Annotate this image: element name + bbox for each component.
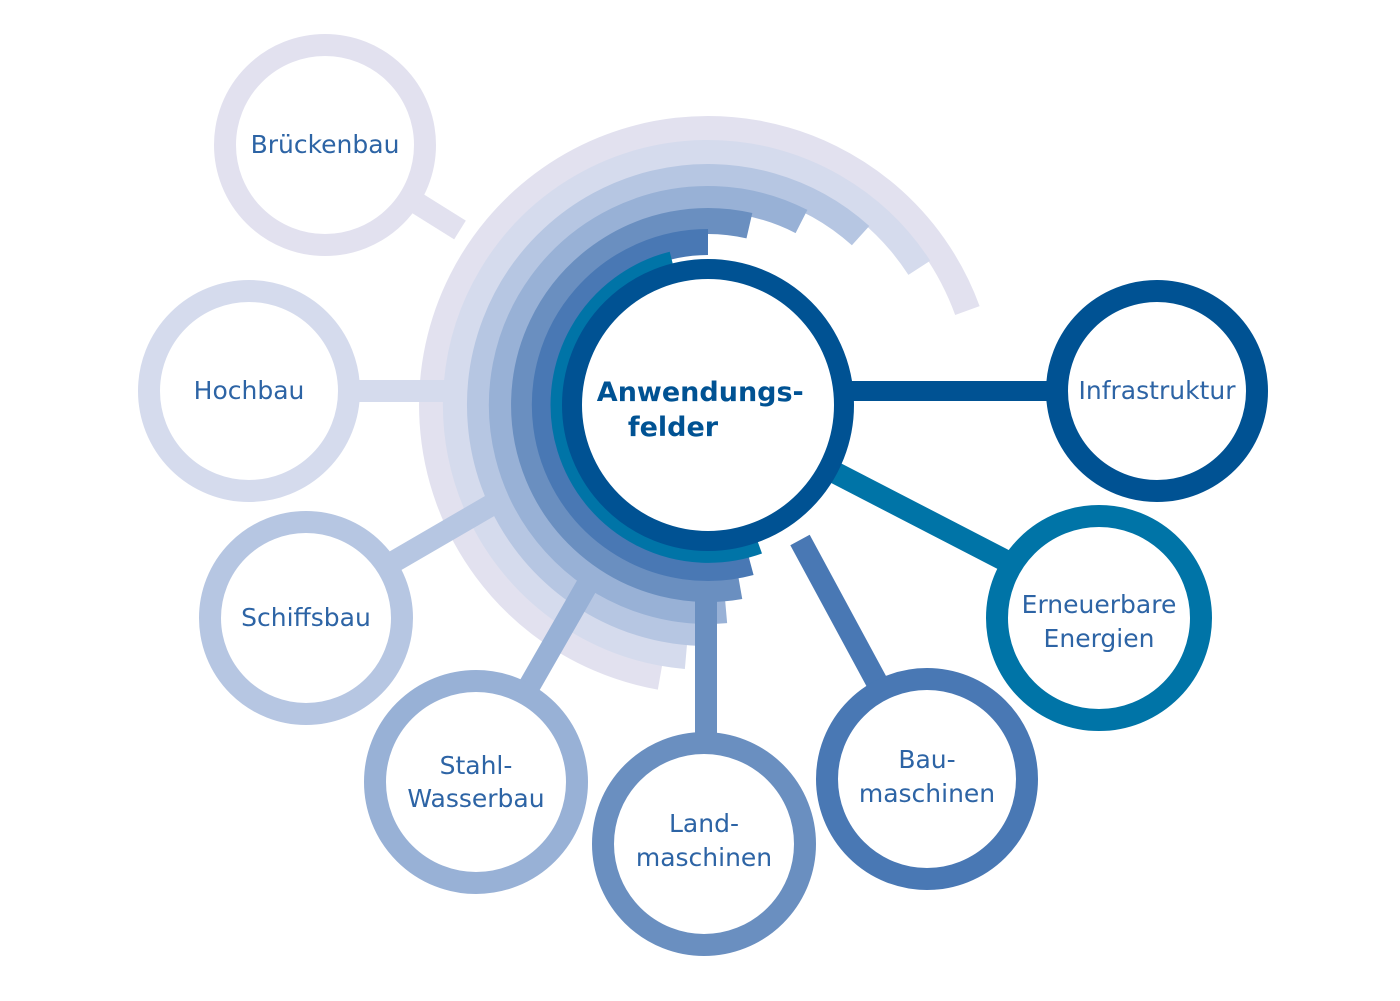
node-label-line: Erneuerbare <box>1022 590 1177 619</box>
arc-ring-1 <box>419 116 980 690</box>
center-hub: Anwendungs- felder <box>562 259 854 551</box>
node-label-brueckenbau: Brückenbau <box>251 130 400 159</box>
arc-ring-2 <box>442 139 931 669</box>
node-circle-baumaschinen <box>816 668 1038 890</box>
connector-baumaschinen <box>790 534 890 694</box>
node-label-line: Energien <box>1044 624 1155 653</box>
arc-ring-4 <box>488 186 808 624</box>
center-label-line-1: Anwendungs- <box>597 377 804 408</box>
node-circle-schiffsbau <box>199 511 413 725</box>
node-label-line: Schiffsbau <box>241 603 371 632</box>
node-label-landmaschinen: Land-maschinen <box>636 809 772 872</box>
connector-schiffsbau <box>389 490 506 571</box>
node-label-infrastruktur: Infrastruktur <box>1079 376 1237 405</box>
center-label-line-2: felder <box>628 412 719 443</box>
node-circle-landmaschinen <box>592 732 816 956</box>
node-brueckenbau: Brückenbau <box>214 34 436 256</box>
center-label: Anwendungs- felder <box>597 377 813 443</box>
center-circle <box>562 259 854 551</box>
node-circle-erneuerbare-energien <box>986 505 1212 731</box>
node-label-line: Stahl- <box>440 751 513 780</box>
node-circle-stahl-wasserbau <box>364 670 588 894</box>
node-infrastruktur: Infrastruktur <box>1046 280 1268 502</box>
node-label-line: Hochbau <box>194 376 305 405</box>
connector-brueckenbau <box>406 190 466 240</box>
arc-ring-6 <box>531 229 754 581</box>
node-circle-brueckenbau <box>214 34 436 256</box>
connector-stahl-wasserbau <box>517 574 600 696</box>
node-connectors <box>355 190 1060 740</box>
connector-infrastruktur <box>823 381 1060 450</box>
node-hochbau: Hochbau <box>138 280 360 502</box>
node-label-stahl-wasserbau: Stahl- Wasserbau <box>407 751 544 813</box>
node-label-line: maschinen <box>636 843 772 872</box>
node-stahl-wasserbau: Stahl- Wasserbau <box>364 670 588 894</box>
node-label-line: Land- <box>669 809 739 838</box>
connector-erneuerbare-energien <box>824 460 1014 572</box>
node-circle-hochbau <box>138 280 360 502</box>
node-label-hochbau: Hochbau <box>194 376 305 405</box>
node-schiffsbau: Schiffsbau <box>199 511 413 725</box>
node-landmaschinen: Land-maschinen <box>592 732 816 956</box>
node-label-line: Wasserbau <box>407 784 544 813</box>
node-label-line: Brückenbau <box>251 130 400 159</box>
node-label-baumaschinen: Bau-maschinen <box>859 745 995 808</box>
node-label-line: maschinen <box>859 779 995 808</box>
node-baumaschinen: Bau-maschinen <box>816 668 1038 890</box>
node-circle-infrastruktur <box>1046 280 1268 502</box>
node-label-line: Bau- <box>898 745 955 774</box>
arc-ring-5 <box>511 208 753 602</box>
node-label-schiffsbau: Schiffsbau <box>241 603 371 632</box>
node-label-line: Infrastruktur <box>1079 376 1237 405</box>
